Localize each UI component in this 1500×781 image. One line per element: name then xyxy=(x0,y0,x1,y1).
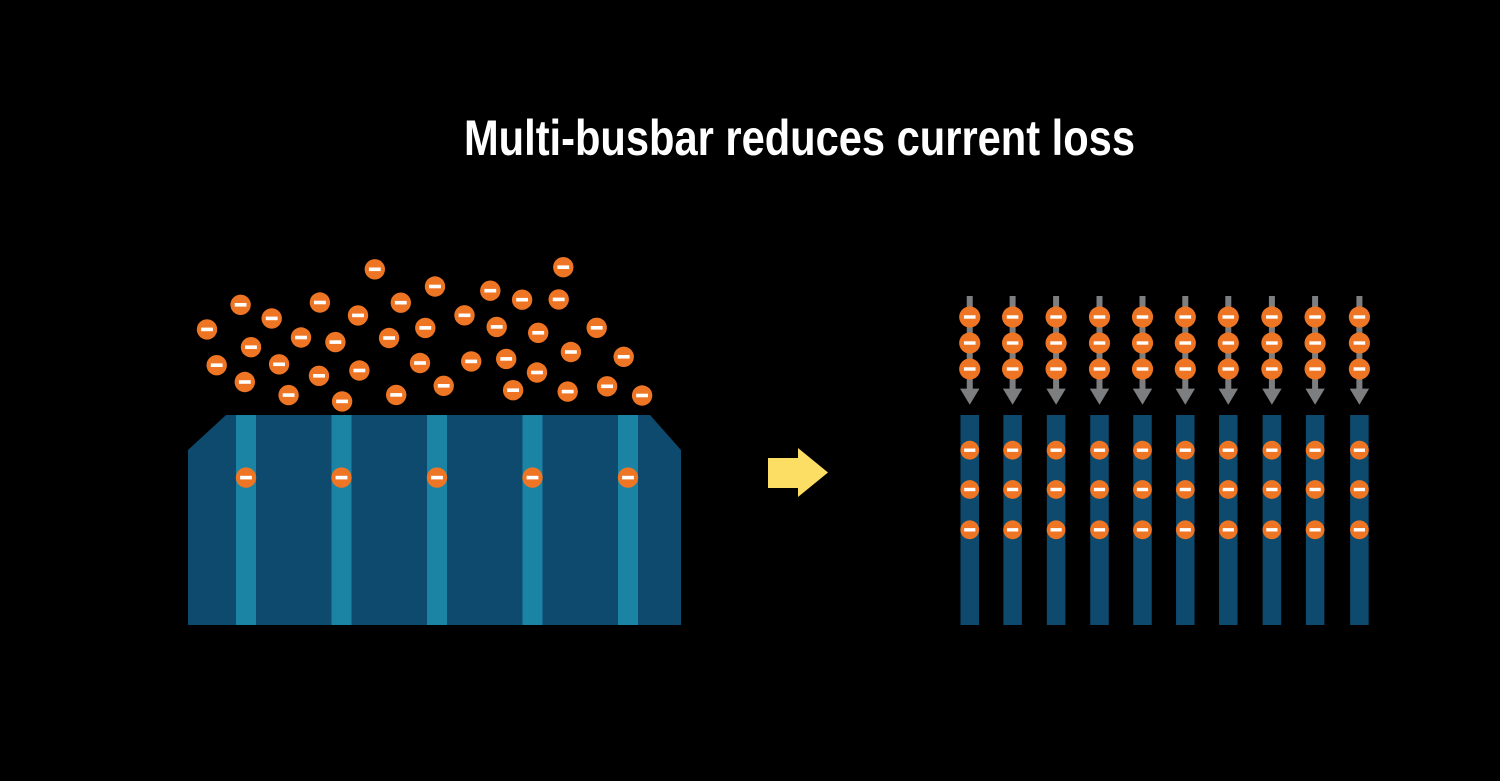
svg-text:Multi-busbar reduces current l: Multi-busbar reduces current loss xyxy=(464,110,1135,166)
